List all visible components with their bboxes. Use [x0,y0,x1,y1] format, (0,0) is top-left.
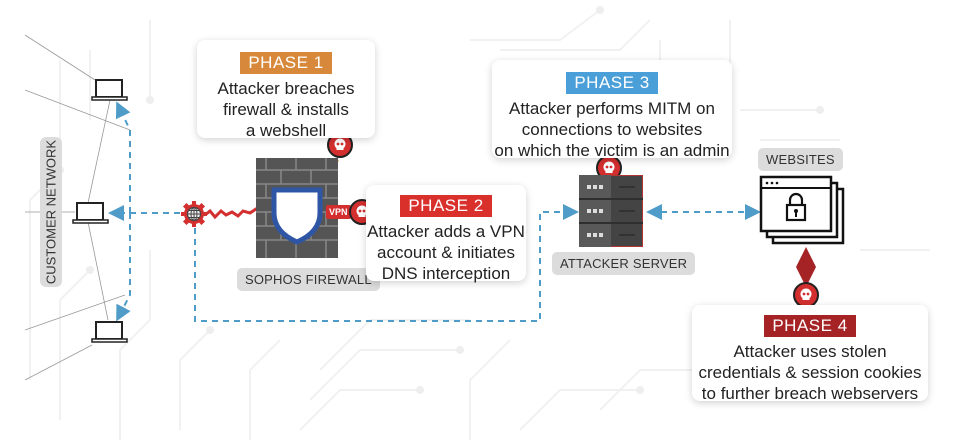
desc-line: Attacker uses stolen [733,342,887,361]
laptop-icon [72,202,109,224]
attacker-server-text: ATTACKER SERVER [560,256,688,271]
websites-label: WEBSITES [758,148,843,171]
laptop-icon [91,79,128,101]
laptop-icon [91,321,128,343]
vpn-tag-text: VPN [329,207,348,217]
phase-3-description: Attacker performs MITM on connections to… [492,98,732,161]
desc-line: Attacker adds a VPN [367,222,525,241]
desc-line: on which the victim is an admin [494,141,730,160]
phase-4-card: PHASE 4 Attacker uses stolen credentials… [692,305,928,404]
phase-1-card: PHASE 1 Attacker breaches firewall & ins… [197,40,375,141]
phase-4-description: Attacker uses stolen credentials & sessi… [692,341,928,404]
desc-line: firewall & installs [223,100,349,119]
desc-line: credentials & session cookies [698,363,922,382]
sophos-firewall-text: SOPHOS FIREWALL [245,272,372,287]
browser-windows-lock-icon [759,175,845,245]
attacker-server-label: ATTACKER SERVER [552,252,696,275]
desc-line: Attacker performs MITM on [509,99,715,118]
desc-line: DNS interception [381,264,511,283]
brick-wall-shield-icon [256,158,338,258]
phase-3-card: PHASE 3 Attacker performs MITM on connec… [492,60,732,161]
sophos-firewall-label: SOPHOS FIREWALL [237,268,380,291]
phase-2-description: Attacker adds a VPN account & initiates … [366,221,526,284]
dns-gear-globe-icon [181,201,207,227]
phase-2-badge: PHASE 2 [400,195,492,217]
customer-network-text: CUSTOMER NETWORK [43,139,59,285]
customer-network-label: CUSTOMER NETWORK [40,137,62,287]
server-rack-icon [579,175,643,247]
vpn-tag: VPN [326,205,351,219]
websites-text: WEBSITES [766,152,835,167]
desc-line: Attacker breaches [217,79,355,98]
desc-line: to further breach webservers [701,384,919,403]
phase-3-badge: PHASE 3 [566,72,658,94]
skull-icon [793,282,819,308]
phase-4-badge: PHASE 4 [764,315,856,337]
blue-dashed-links [108,101,761,322]
desc-line: a webshell [245,121,327,140]
phase-1-badge: PHASE 1 [240,52,332,74]
phase-1-description: Attacker breaches firewall & installs a … [197,78,375,141]
desc-line: connections to websites [521,120,703,139]
desc-line: account & initiates [377,243,515,262]
phase-2-card: PHASE 2 Attacker adds a VPN account & in… [366,185,526,284]
